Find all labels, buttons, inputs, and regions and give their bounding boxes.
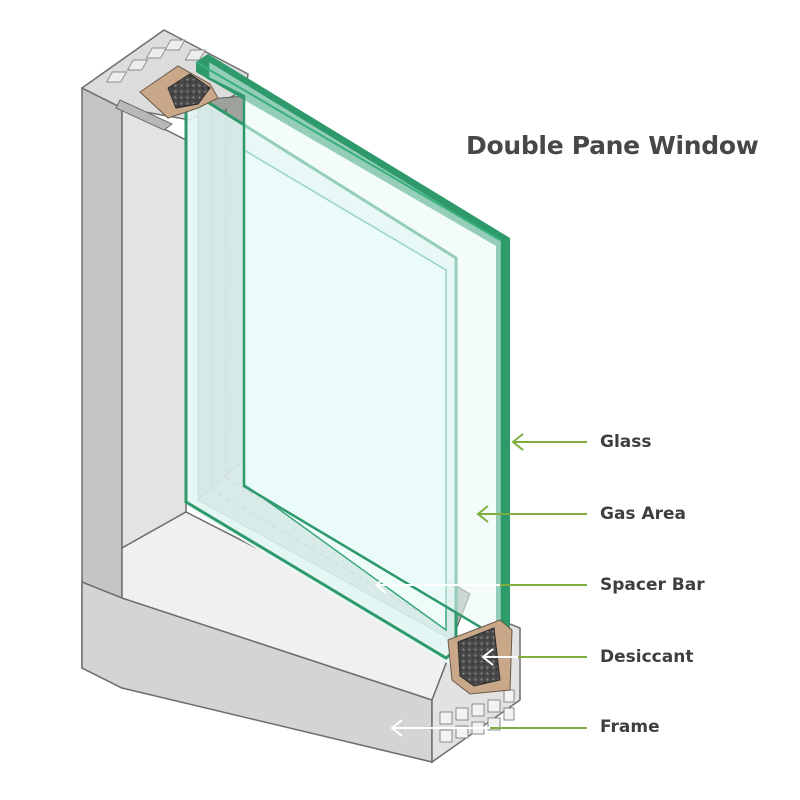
frame-jamb-face — [121, 106, 187, 550]
callout-spacer-bar — [374, 576, 587, 594]
label-frame: Frame — [600, 717, 660, 737]
callout-desiccant — [481, 648, 587, 666]
callout-frame — [390, 719, 587, 737]
label-desiccant: Desiccant — [600, 647, 694, 667]
desiccant-top — [139, 65, 219, 119]
label-glass: Glass — [600, 432, 652, 452]
outer-glass-pane — [195, 54, 510, 650]
callout-gas-area — [476, 505, 587, 523]
callout-glass — [511, 433, 587, 451]
desiccant-bottom — [447, 619, 513, 695]
label-spacer-bar: Spacer Bar — [600, 575, 705, 595]
label-gas-area: Gas Area — [600, 504, 687, 524]
diagram-title: Double Pane Window — [466, 131, 759, 160]
